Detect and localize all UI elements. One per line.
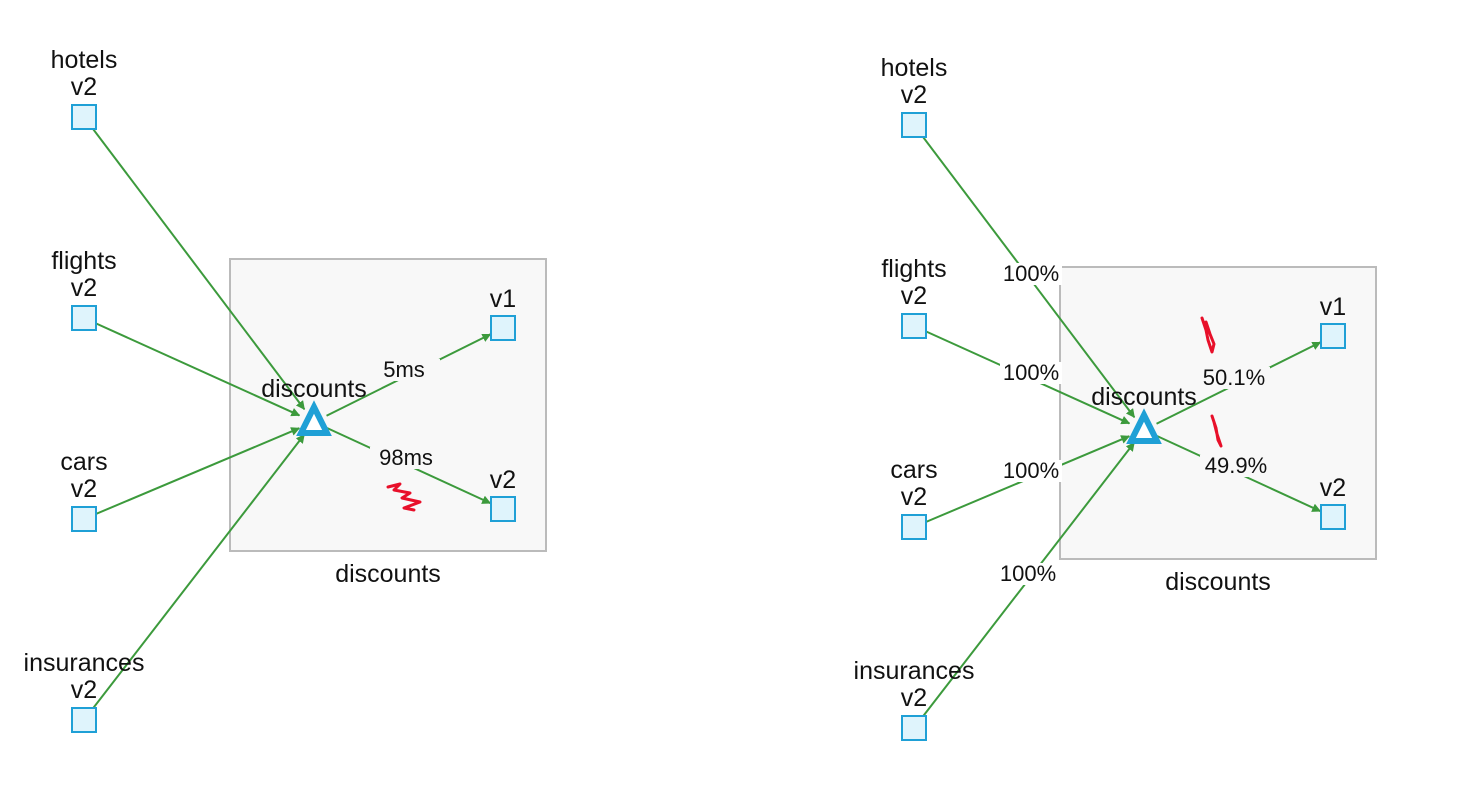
edge-label-cars: 100% [1003, 458, 1059, 483]
edge-flights-to-hub[interactable] [83, 317, 301, 417]
node-version: v2 [71, 73, 97, 101]
annotation-scribble [386, 482, 422, 512]
edge-label-bg [1000, 362, 1062, 384]
graph-left: discounts5ms98mshotelsv2flightsv2carsv2i… [24, 46, 547, 733]
workload-node-icon[interactable] [71, 305, 97, 331]
edge-label-v1: 50.1% [1203, 365, 1265, 390]
node-version: v2 [901, 282, 927, 310]
service-node-discounts[interactable]: discounts [1091, 383, 1197, 444]
workload-node-icon[interactable] [901, 112, 927, 138]
edge-hotels-to-hub[interactable] [83, 116, 306, 410]
node-name: hotels [881, 54, 948, 82]
edge-label-bg [1000, 263, 1062, 285]
node-version: v2 [1320, 474, 1346, 502]
service-node-label: discounts [261, 375, 367, 403]
node-name: flights [51, 247, 116, 275]
node-discounts-v1[interactable]: v1 [490, 285, 516, 341]
graphs-layer: discounts5ms98mshotelsv2flightsv2carsv2i… [24, 46, 1377, 741]
workload-node-icon[interactable] [490, 496, 516, 522]
annotation-scribble [1210, 414, 1223, 448]
edge-label-hotels: 100% [1003, 261, 1059, 286]
edge-insurances-to-hub[interactable] [83, 433, 306, 721]
workload-node-icon[interactable] [71, 104, 97, 130]
workload-node-icon[interactable] [1320, 323, 1346, 349]
edge-label-bg [370, 447, 442, 469]
node-name: flights [881, 255, 946, 283]
edge-label-bg [1198, 367, 1270, 389]
node-version: v2 [71, 676, 97, 704]
edge-label-flights: 100% [1003, 360, 1059, 385]
node-discounts-v2[interactable]: v2 [1320, 474, 1346, 530]
edge-cars-to-hub[interactable] [83, 427, 301, 520]
node-discounts-v2[interactable]: v2 [490, 466, 516, 522]
node-name: insurances [24, 649, 145, 677]
service-triangle-icon[interactable] [1126, 408, 1162, 444]
workload-node-icon[interactable] [71, 506, 97, 532]
edge-insurances-to-hub[interactable] [913, 441, 1136, 729]
node-version: v2 [901, 483, 927, 511]
node-version: v2 [71, 475, 97, 503]
node-name: insurances [854, 657, 975, 685]
node-name: cars [60, 448, 107, 476]
group-label: discounts [335, 560, 441, 588]
service-triangle-icon[interactable] [296, 400, 332, 436]
workload-node-icon[interactable] [901, 313, 927, 339]
node-version: v2 [490, 466, 516, 494]
edge-label-bg [997, 563, 1059, 585]
group-label: discounts [1165, 568, 1271, 596]
edge-label-bg [368, 359, 440, 381]
edge-label-insurances: 100% [1000, 561, 1056, 586]
edge-label-v2: 98ms [379, 445, 433, 470]
workload-node-icon[interactable] [490, 315, 516, 341]
workload-node-icon[interactable] [901, 715, 927, 741]
edges: 100% 100% 100% 100% 50.1% 49.9% [913, 124, 1322, 729]
service-node-label: discounts [1091, 383, 1197, 411]
edge-label-bg [1000, 460, 1062, 482]
workload-node-icon[interactable] [901, 514, 927, 540]
node-version: v2 [901, 684, 927, 712]
edge-label-v2: 49.9% [1205, 453, 1267, 478]
node-version: v1 [490, 285, 516, 313]
node-name: hotels [51, 46, 118, 74]
node-version: v2 [901, 81, 927, 109]
edges: 5ms 98ms [83, 116, 492, 721]
graph-right: discounts 100% 100% 100% 100% 50.1% 49.9% hotel… [854, 54, 1377, 741]
service-node-discounts[interactable]: discounts [261, 375, 367, 436]
annotation-scribble [1200, 316, 1216, 354]
node-discounts-v1[interactable]: v1 [1320, 293, 1346, 349]
node-name: cars [890, 456, 937, 484]
node-version: v1 [1320, 293, 1346, 321]
workload-node-icon[interactable] [71, 707, 97, 733]
workload-node-icon[interactable] [1320, 504, 1346, 530]
edge-label-bg [1200, 455, 1272, 477]
node-version: v2 [71, 274, 97, 302]
edge-label-v1: 5ms [383, 357, 425, 382]
